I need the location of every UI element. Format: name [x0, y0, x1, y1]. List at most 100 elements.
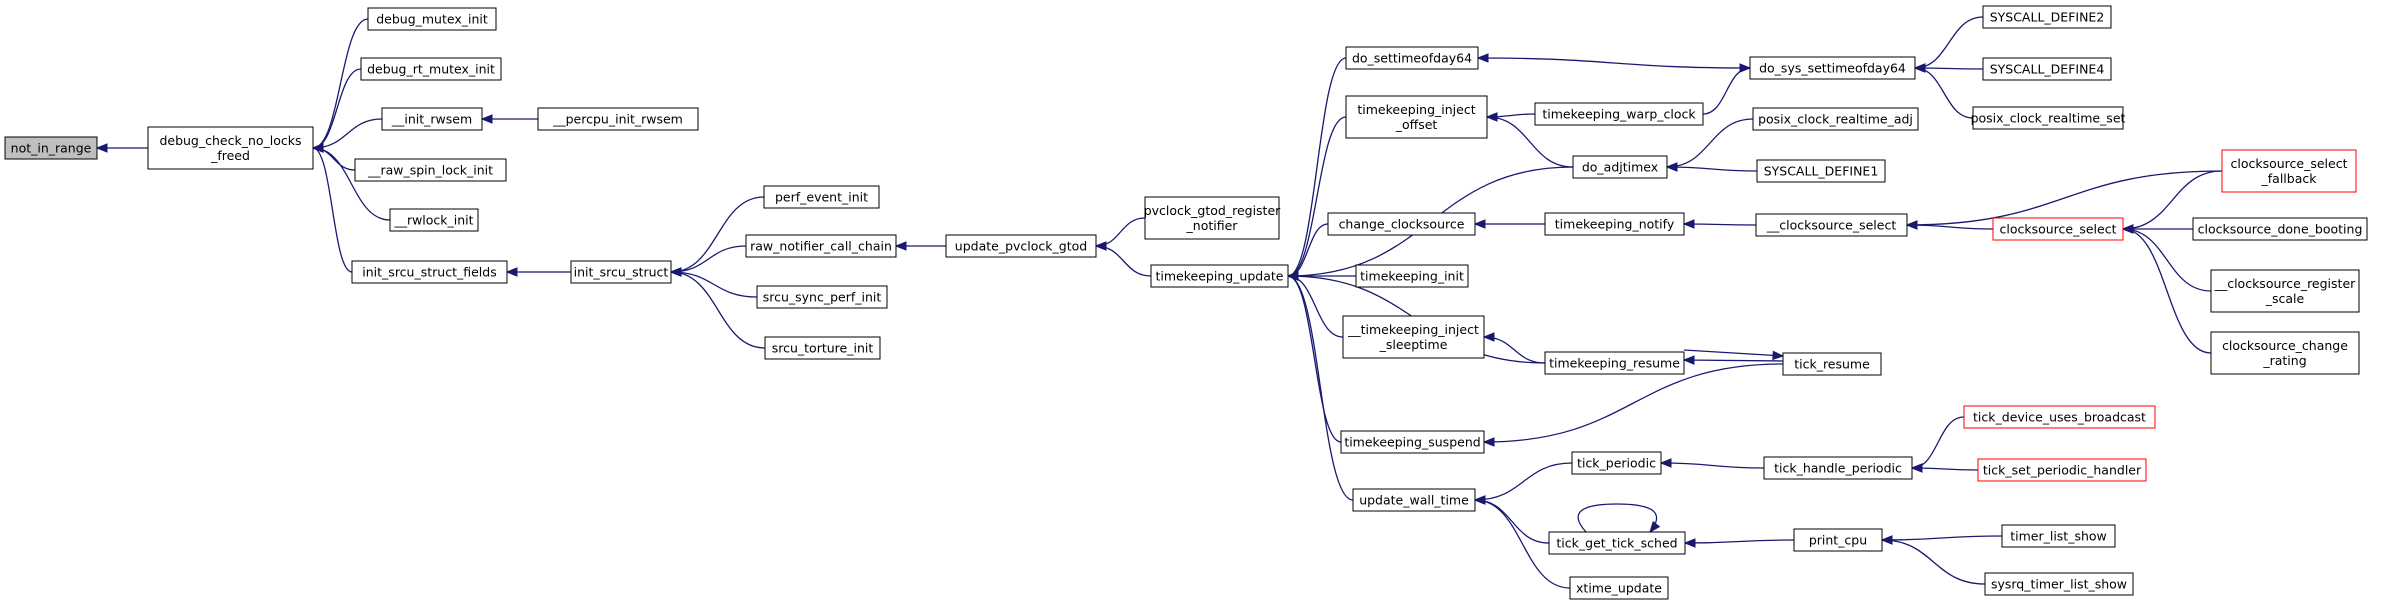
function-node-__raw_spin_lock_init[interactable]: __raw_spin_lock_init — [354, 158, 507, 182]
node-label: SYSCALL_DEFINE1 — [1764, 164, 1879, 179]
function-node-SYSCALL_DEFINE2[interactable]: SYSCALL_DEFINE2 — [1982, 5, 2112, 29]
call-edge-do_sys_settimeofday64-to-do_settimeofday64 — [1476, 53, 1751, 69]
function-node-pvclock_gtod_register_notifier[interactable]: pvclock_gtod_register_notifier — [1144, 196, 1281, 240]
function-node-posix_clock_realtime_adj[interactable]: posix_clock_realtime_adj — [1752, 107, 1919, 131]
function-node-init_srcu_struct[interactable]: init_srcu_struct — [570, 260, 672, 284]
function-node-timekeeping_update[interactable]: timekeeping_update — [1150, 264, 1289, 288]
function-node-debug_rt_mutex_init[interactable]: debug_rt_mutex_init — [360, 57, 502, 81]
call-edge-tick_resume-to-timekeeping_resume — [1682, 355, 1784, 365]
call-edge-tick_get_tick_sched-to-update_wall_time — [1473, 495, 1550, 544]
node-label: __percpu_init_rwsem — [552, 112, 683, 127]
call-edge-clocksource_select_fallback-to-__clocksource_select — [1905, 170, 2223, 230]
node-box — [1569, 576, 1669, 600]
function-node-__clocksource_register_scale[interactable]: __clocksource_register_scale — [2210, 269, 2360, 313]
call-edge-timekeeping_warp_clock-to-do_sys_settimeofday64 — [1702, 63, 1752, 115]
node-box — [2210, 331, 2360, 375]
arrowhead — [1482, 332, 1495, 342]
node-box — [1571, 451, 1662, 475]
edge-line — [1486, 116, 1574, 168]
function-node-perf_event_init[interactable]: perf_event_init — [763, 185, 880, 209]
function-node-update_wall_time[interactable]: update_wall_time — [1352, 488, 1476, 512]
node-box — [2001, 524, 2116, 548]
node-box — [764, 336, 881, 360]
function-node-tick_device_uses_broadcast[interactable]: tick_device_uses_broadcast — [1963, 405, 2156, 429]
call-edge-xtime_update-to-update_wall_time — [1473, 495, 1571, 589]
node-box — [1963, 405, 2156, 429]
node-label: clocksource_select — [2230, 156, 2347, 171]
node-box — [1340, 430, 1485, 454]
function-node-timer_list_show[interactable]: timer_list_show — [2001, 524, 2116, 548]
function-node-clocksource_done_booting[interactable]: clocksource_done_booting — [2192, 217, 2368, 241]
function-node-srcu_sync_perf_init[interactable]: srcu_sync_perf_init — [756, 285, 888, 309]
node-label: SYSCALL_DEFINE2 — [1990, 10, 2105, 25]
node-box — [2221, 149, 2357, 193]
function-node-SYSCALL_DEFINE4[interactable]: SYSCALL_DEFINE4 — [1982, 57, 2112, 81]
function-node-debug_mutex_init[interactable]: debug_mutex_init — [367, 7, 497, 31]
function-node-__clocksource_select[interactable]: __clocksource_select — [1755, 213, 1908, 237]
function-node-not_in_range[interactable]: not_in_range — [4, 136, 98, 160]
edge-line — [1906, 170, 2223, 226]
edge-line — [1660, 462, 1765, 469]
node-label: __init_rwsem — [391, 112, 472, 127]
function-node-timekeeping_warp_clock[interactable]: timekeeping_warp_clock — [1534, 102, 1704, 126]
function-node-timekeeping_init[interactable]: timekeeping_init — [1355, 264, 1469, 288]
node-label: tick_set_periodic_handler — [1983, 463, 2142, 478]
call-edge-init_srcu_struct_fields-to-debug_check_no_locks_freed — [311, 143, 353, 273]
function-node-clocksource_select[interactable]: clocksource_select — [1992, 217, 2124, 241]
node-label: debug_check_no_locks — [159, 133, 301, 148]
node-label: tick_handle_periodic — [1774, 461, 1902, 476]
function-node-clocksource_select_fallback[interactable]: clocksource_select_fallback — [2221, 149, 2357, 193]
node-box — [1752, 107, 1919, 131]
call-edge-posix_clock_realtime_adj-to-do_adjtimex — [1665, 118, 1754, 172]
function-node-do_adjtimex[interactable]: do_adjtimex — [1572, 155, 1668, 179]
function-node-change_clocksource[interactable]: change_clocksource — [1327, 212, 1476, 236]
function-node-tick_get_tick_sched[interactable]: tick_get_tick_sched — [1548, 531, 1686, 555]
function-node-tick_set_periodic_handler[interactable]: tick_set_periodic_handler — [1977, 458, 2147, 482]
edge-line — [1287, 275, 1342, 443]
function-node-do_sys_settimeofday64[interactable]: do_sys_settimeofday64 — [1749, 56, 1916, 80]
edge-line — [1906, 224, 1994, 230]
function-node-timekeeping_resume[interactable]: timekeeping_resume — [1544, 351, 1685, 375]
arrowhead — [1910, 463, 1923, 473]
function-node-debug_check_no_locks_freed[interactable]: debug_check_no_locks_freed — [147, 126, 314, 170]
arrowhead — [1682, 219, 1695, 229]
call-edge-debug_mutex_init-to-debug_check_no_locks_freed — [311, 18, 369, 153]
node-label: _fallback — [2261, 171, 2318, 186]
node-label: debug_mutex_init — [376, 12, 488, 27]
function-node-do_settimeofday64[interactable]: do_settimeofday64 — [1345, 46, 1479, 70]
node-box — [1992, 217, 2124, 241]
function-node-tick_periodic[interactable]: tick_periodic — [1571, 451, 1662, 475]
function-node-sysrq_timer_list_show[interactable]: sysrq_timer_list_show — [1984, 572, 2134, 596]
node-box — [1793, 528, 1883, 552]
function-node-xtime_update[interactable]: xtime_update — [1569, 576, 1669, 600]
function-node-init_srcu_struct_fields[interactable]: init_srcu_struct_fields — [351, 260, 508, 284]
node-label: timekeeping_update — [1156, 269, 1284, 284]
function-node-srcu_torture_init[interactable]: srcu_torture_init — [764, 336, 881, 360]
node-box — [354, 158, 507, 182]
call-edge-timekeeping_inject_offset-to-timekeeping_update — [1286, 116, 1347, 281]
function-node-timekeeping_suspend[interactable]: timekeeping_suspend — [1340, 430, 1485, 454]
function-node-update_pvclock_gtod[interactable]: update_pvclock_gtod — [945, 234, 1097, 258]
function-node-tick_handle_periodic[interactable]: tick_handle_periodic — [1763, 456, 1913, 480]
arrowhead — [1905, 220, 1918, 230]
call-edge-sysrq_timer_list_show-to-print_cpu — [1880, 535, 1986, 585]
function-node-clocksource_change_rating[interactable]: clocksource_change_rating — [2210, 331, 2360, 375]
function-node-tick_resume[interactable]: tick_resume — [1782, 352, 1882, 376]
function-node-print_cpu[interactable]: print_cpu — [1793, 528, 1883, 552]
edge-line — [312, 147, 353, 273]
function-node-timekeeping_inject_offset[interactable]: timekeeping_inject_offset — [1345, 95, 1488, 139]
call-edge-print_cpu-to-tick_get_tick_sched — [1683, 538, 1795, 548]
function-node-__init_rwsem[interactable]: __init_rwsem — [381, 107, 483, 131]
function-node-__percpu_init_rwsem[interactable]: __percpu_init_rwsem — [537, 107, 699, 131]
node-label: timekeeping_resume — [1549, 356, 1680, 371]
function-node-SYSCALL_DEFINE1[interactable]: SYSCALL_DEFINE1 — [1756, 159, 1886, 183]
function-node-posix_clock_realtime_set[interactable]: posix_clock_realtime_set — [1971, 106, 2126, 130]
function-node-raw_notifier_call_chain[interactable]: raw_notifier_call_chain — [745, 234, 897, 258]
function-node-__rwlock_init[interactable]: __rwlock_init — [389, 208, 479, 232]
node-label: update_wall_time — [1359, 493, 1469, 508]
node-label: sysrq_timer_list_show — [1991, 577, 2127, 592]
function-node-timekeeping_notify[interactable]: timekeeping_notify — [1544, 212, 1685, 236]
arrowhead — [95, 143, 108, 153]
function-node-__timekeeping_inject_sleeptime[interactable]: __timekeeping_inject_sleeptime — [1342, 315, 1485, 359]
